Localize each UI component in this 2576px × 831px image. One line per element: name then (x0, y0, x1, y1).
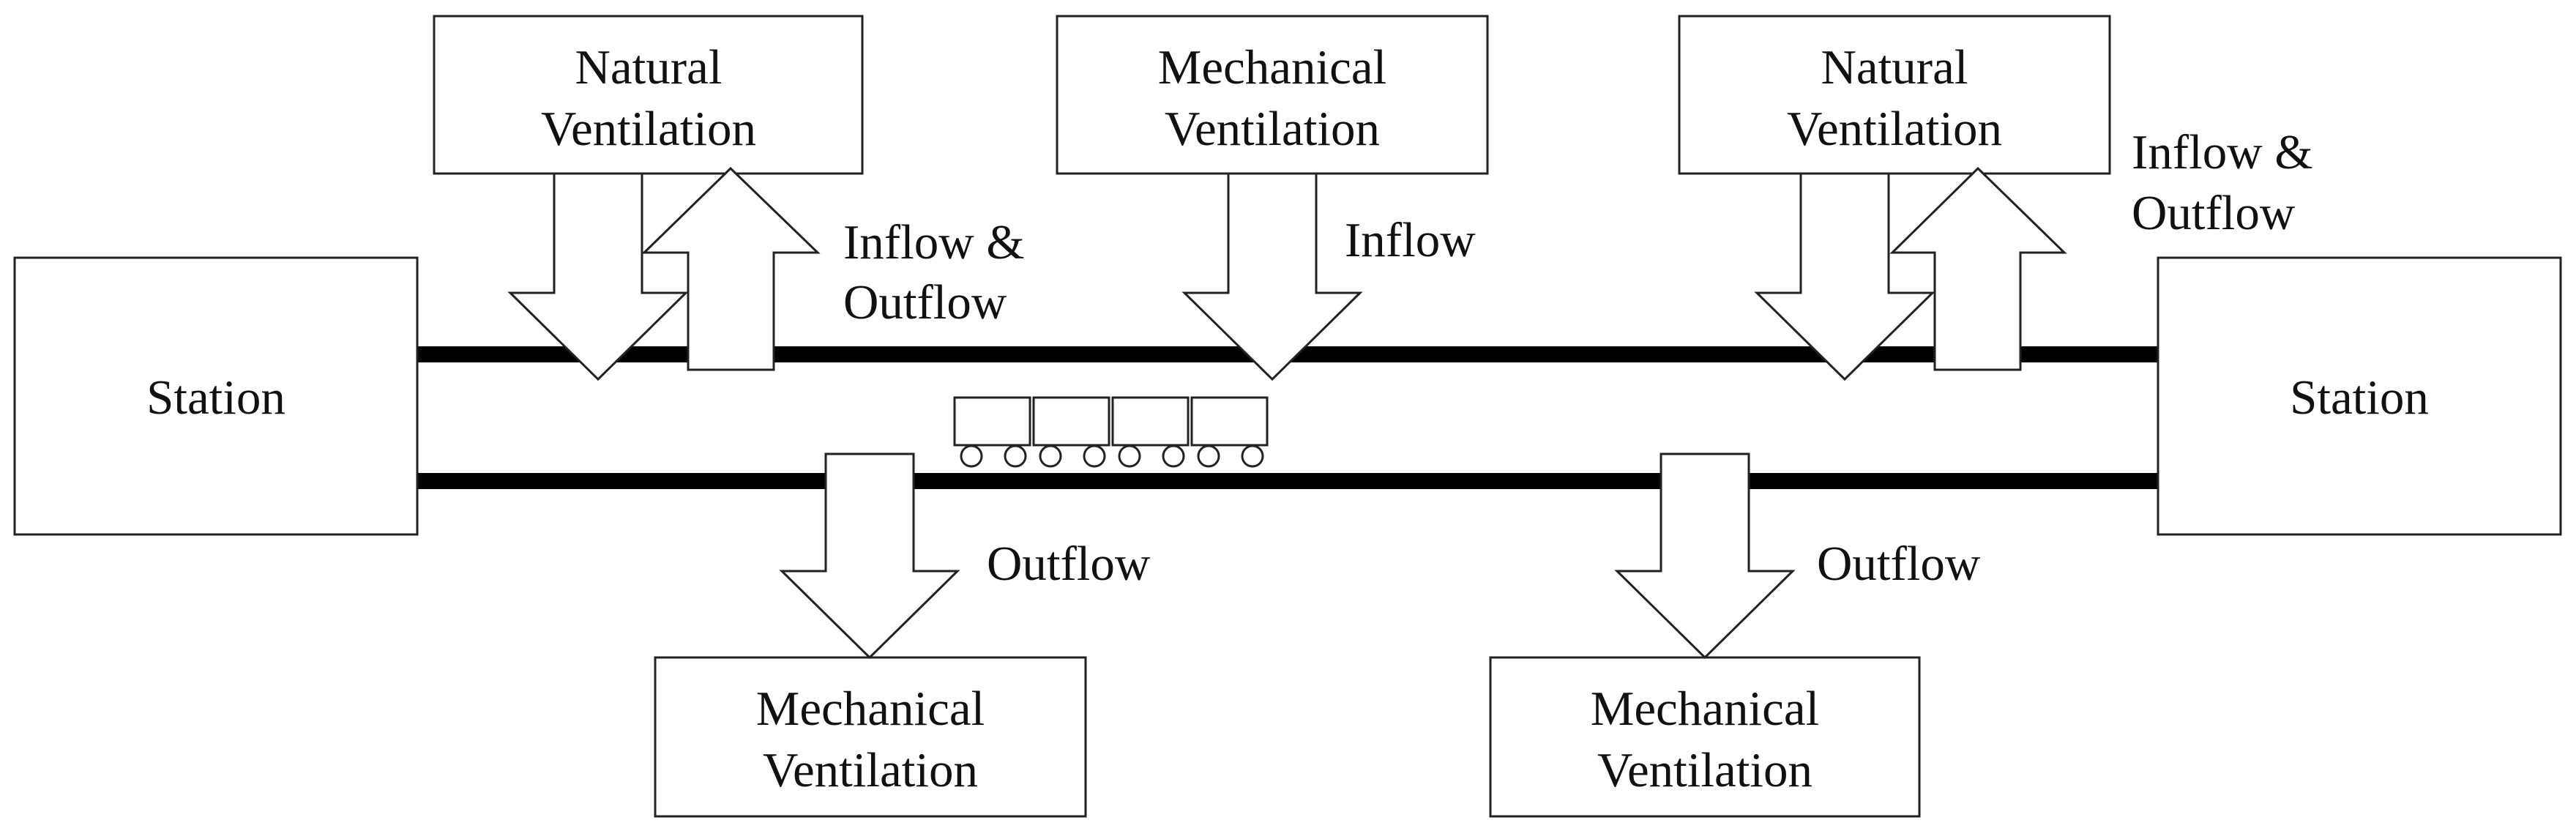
train-car (1032, 396, 1110, 447)
train-wheel (1118, 444, 1141, 468)
bottom-left-shaft-line2: Ventilation (763, 743, 978, 797)
bottom-right-down-arrow (1614, 452, 1796, 660)
train-wheel (1197, 444, 1220, 468)
train-wheel (960, 444, 983, 468)
top-left-shaft-box (433, 15, 864, 175)
top-right-shaft-box (1678, 15, 2111, 175)
train-car (1111, 396, 1190, 447)
right-station-label: Station (2290, 370, 2429, 425)
right-station-box (2157, 256, 2562, 536)
top-left-flow-line1: Inflow & (843, 215, 1025, 269)
top-left-shaft-line1: Natural (575, 40, 723, 94)
bottom-left-flow-label: Outflow (987, 537, 1151, 591)
bottom-right-shaft-line2: Ventilation (1597, 743, 1812, 797)
train-icon (953, 396, 1269, 468)
top-center-shaft-line1: Mechanical (1158, 40, 1387, 94)
train-wheel (1162, 444, 1185, 468)
top-right-flow-line1: Inflow & (2132, 125, 2313, 179)
left-station-box (13, 256, 419, 536)
lower-tunnel-rail (417, 473, 2159, 489)
left-station-label: Station (146, 370, 285, 425)
top-center-shaft-box (1056, 15, 1489, 175)
top-left-flow-line2: Outflow (843, 275, 1007, 329)
top-right-flow-line2: Outflow (2132, 186, 2296, 240)
top-left-shaft-line2: Ventilation (541, 102, 756, 156)
bottom-left-shaft-line1: Mechanical (756, 682, 985, 736)
top-center-flow-label: Inflow (1345, 213, 1476, 267)
train-wheel (1004, 444, 1027, 468)
bottom-left-shaft-box (654, 656, 1087, 818)
bottom-right-shaft-line1: Mechanical (1591, 682, 1820, 736)
bottom-right-shaft-box (1489, 656, 1921, 818)
train-wheel (1241, 444, 1264, 468)
top-right-down-arrow (1754, 172, 1935, 381)
bottom-left-down-arrow (779, 452, 960, 660)
top-center-shaft-line2: Ventilation (1165, 102, 1380, 156)
top-right-shaft-line1: Natural (1821, 40, 1968, 94)
bottom-right-flow-label: Outflow (1817, 537, 1981, 591)
top-right-shaft-line2: Ventilation (1787, 102, 2002, 156)
train-wheel (1039, 444, 1062, 468)
train-car (953, 396, 1031, 447)
top-right-up-arrow (1889, 166, 2067, 371)
top-left-down-arrow (507, 172, 689, 381)
top-center-down-arrow (1181, 172, 1363, 381)
train-wheel (1083, 444, 1106, 468)
top-left-up-arrow (641, 166, 821, 371)
train-car (1190, 396, 1269, 447)
